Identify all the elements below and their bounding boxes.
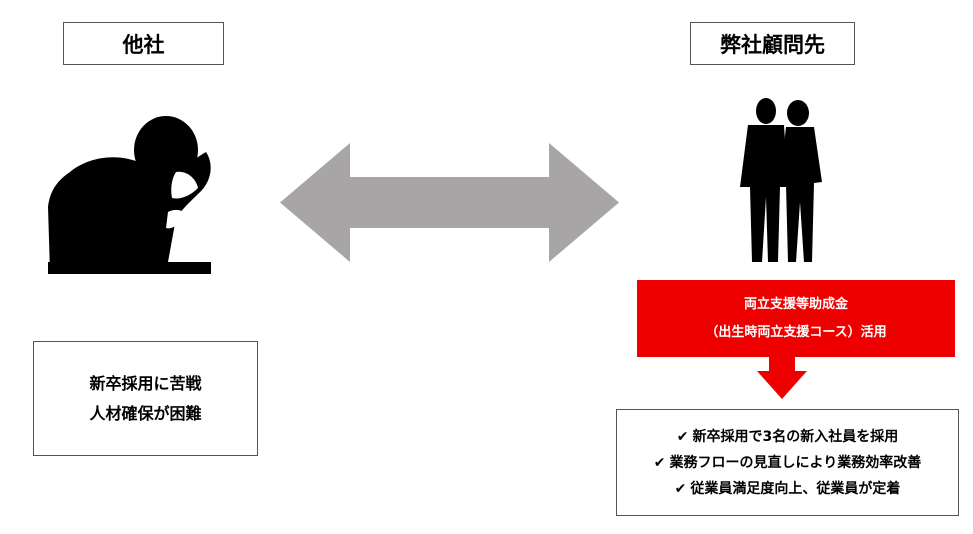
double-arrow-icon — [280, 143, 619, 262]
right-title-box: 弊社顧問先 — [690, 22, 855, 65]
subsidy-box: 両立支援等助成金 （出生時両立支援コース）活用 — [637, 280, 955, 357]
result-item: ✔ 新卒採用で3名の新入社員を採用 — [677, 424, 898, 450]
right-title: 弊社顧問先 — [720, 32, 825, 57]
check-icon: ✔ — [653, 454, 666, 471]
check-icon: ✔ — [674, 480, 687, 497]
business-people-icon — [740, 98, 822, 262]
left-title-box: 他社 — [63, 22, 224, 65]
subsidy-line-1: 両立支援等助成金 — [743, 296, 848, 312]
worried-person-icon — [48, 116, 211, 274]
result-item: ✔ 従業員満足度向上、従業員が定着 — [675, 476, 901, 502]
result-text-1: 新卒採用で3名の新入社員を採用 — [692, 428, 899, 445]
left-title: 他社 — [122, 32, 165, 57]
results-box: ✔ 新卒採用で3名の新入社員を採用 ✔ 業務フローの見直しにより業務効率改善 ✔… — [616, 409, 959, 516]
subsidy-line-2: （出生時両立支援コース）活用 — [705, 324, 887, 340]
left-description-line-1: 新卒採用に苦戦 — [89, 373, 202, 393]
left-description-box: 新卒採用に苦戦 人材確保が困難 — [33, 341, 258, 456]
left-description-line-2: 人材確保が困難 — [89, 403, 202, 423]
result-item: ✔ 業務フローの見直しにより業務効率改善 — [654, 450, 921, 476]
result-text-3: 従業員満足度向上、従業員が定着 — [690, 480, 901, 497]
down-arrow-icon — [757, 357, 807, 399]
check-icon: ✔ — [676, 428, 689, 445]
result-text-2: 業務フローの見直しにより業務効率改善 — [669, 454, 922, 471]
